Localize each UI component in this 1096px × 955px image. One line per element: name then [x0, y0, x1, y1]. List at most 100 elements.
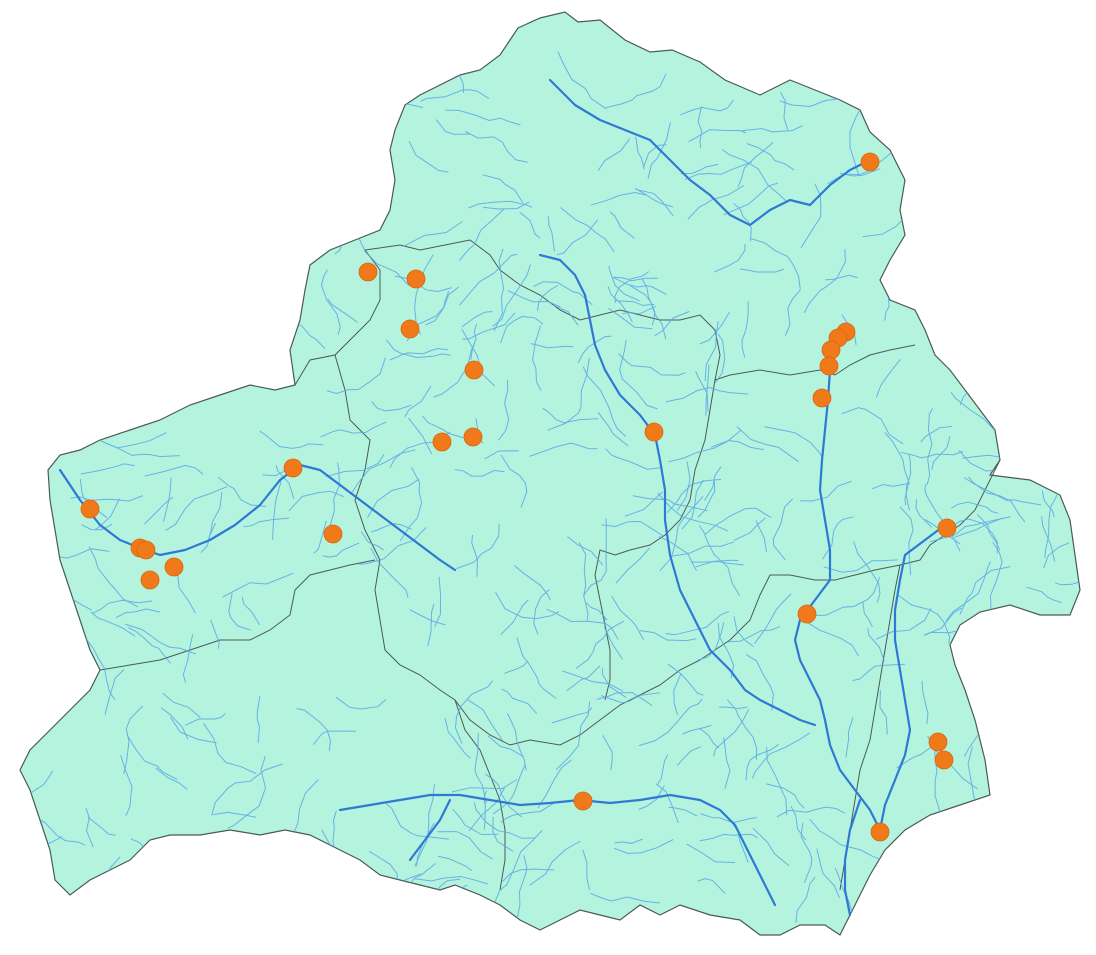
minor-river: [972, 808, 1035, 823]
circle-marker-icon[interactable]: [432, 432, 452, 452]
minor-river: [825, 274, 858, 281]
minor-river: [115, 608, 160, 619]
minor-river: [795, 876, 816, 923]
minor-river: [210, 619, 220, 649]
minor-river: [452, 808, 499, 836]
circle-marker-icon[interactable]: [860, 152, 880, 172]
minor-river: [951, 501, 999, 514]
circle-marker-icon[interactable]: [406, 269, 426, 289]
minor-river: [298, 863, 329, 877]
circle-marker-icon[interactable]: [573, 791, 593, 811]
minor-river: [697, 878, 726, 894]
minor-river: [36, 659, 70, 694]
minor-river: [498, 379, 510, 441]
minor-river: [81, 633, 116, 700]
minor-river: [461, 311, 493, 328]
minor-river: [444, 717, 471, 759]
circle-marker-icon[interactable]: [934, 750, 954, 770]
minor-river: [169, 716, 217, 744]
circle-marker-icon[interactable]: [164, 557, 184, 577]
minor-river: [500, 454, 528, 508]
circle-marker-icon[interactable]: [323, 524, 343, 544]
minor-river: [624, 491, 663, 517]
minor-river: [433, 884, 468, 934]
minor-river: [99, 440, 180, 458]
minor-river: [601, 520, 664, 537]
minor-river: [582, 518, 607, 597]
minor-river: [875, 358, 901, 398]
minor-river: [809, 818, 890, 864]
circle-marker-icon[interactable]: [937, 518, 957, 538]
minor-river: [532, 325, 542, 391]
minor-river: [605, 73, 667, 109]
minor-river: [528, 840, 581, 886]
circle-marker-icon[interactable]: [283, 458, 303, 478]
minor-river: [408, 417, 433, 455]
minor-river: [884, 297, 890, 321]
minor-river: [482, 174, 524, 204]
circle-marker-icon[interactable]: [870, 822, 890, 842]
minor-river: [608, 307, 653, 330]
minor-rivers: [20, 19, 1080, 934]
minor-river: [126, 734, 178, 781]
minor-river: [613, 839, 674, 854]
minor-river: [752, 732, 811, 779]
minor-river: [665, 386, 749, 403]
minor-river: [546, 608, 619, 640]
minor-river: [959, 566, 1011, 615]
minor-river: [585, 601, 608, 621]
minor-river: [605, 448, 661, 470]
circle-marker-icon[interactable]: [358, 262, 378, 282]
circle-marker-icon[interactable]: [812, 388, 832, 408]
circle-marker-icon[interactable]: [136, 540, 156, 560]
river-dnieper: [793, 368, 882, 832]
minor-river: [958, 450, 996, 472]
minor-river: [973, 644, 1030, 672]
circle-marker-icon[interactable]: [928, 732, 948, 752]
minor-river: [160, 707, 189, 740]
minor-river: [667, 663, 704, 696]
minor-river: [104, 669, 125, 715]
minor-river: [384, 801, 449, 840]
minor-river: [434, 576, 442, 627]
circle-marker-icon[interactable]: [644, 422, 664, 442]
minor-river: [464, 130, 528, 163]
minor-river: [474, 732, 487, 804]
minor-river: [404, 385, 432, 418]
minor-river: [91, 599, 153, 615]
minor-river: [713, 243, 746, 273]
minor-river: [275, 465, 295, 499]
minor-river: [414, 875, 489, 885]
minor-river: [454, 469, 505, 477]
minor-river: [727, 626, 781, 643]
minor-river: [409, 609, 446, 626]
minor-river: [670, 541, 735, 557]
minor-river: [182, 845, 218, 854]
minor-river: [335, 696, 387, 710]
minor-river: [530, 343, 574, 349]
minor-river: [705, 507, 772, 535]
circle-marker-icon[interactable]: [140, 570, 160, 590]
circle-marker-icon[interactable]: [80, 499, 100, 519]
minor-river: [368, 850, 399, 890]
circle-marker-icon[interactable]: [400, 319, 420, 339]
minor-river: [790, 805, 807, 841]
minor-river: [313, 520, 327, 554]
minor-river: [533, 589, 550, 635]
minor-river: [326, 357, 386, 395]
minor-river: [326, 462, 340, 536]
circle-marker-icon[interactable]: [819, 356, 839, 376]
circle-marker-icon[interactable]: [463, 427, 483, 447]
minor-river: [968, 476, 1026, 523]
minor-river: [739, 268, 785, 273]
minor-river: [507, 290, 561, 308]
circle-marker-icon[interactable]: [797, 604, 817, 624]
circle-marker-icon[interactable]: [821, 340, 841, 360]
minor-river: [640, 630, 697, 642]
minor-river: [124, 623, 197, 655]
minor-river: [241, 596, 261, 626]
minor-river: [807, 576, 881, 616]
minor-river: [473, 802, 536, 839]
minor-river: [713, 708, 750, 757]
circle-marker-icon[interactable]: [464, 360, 484, 380]
